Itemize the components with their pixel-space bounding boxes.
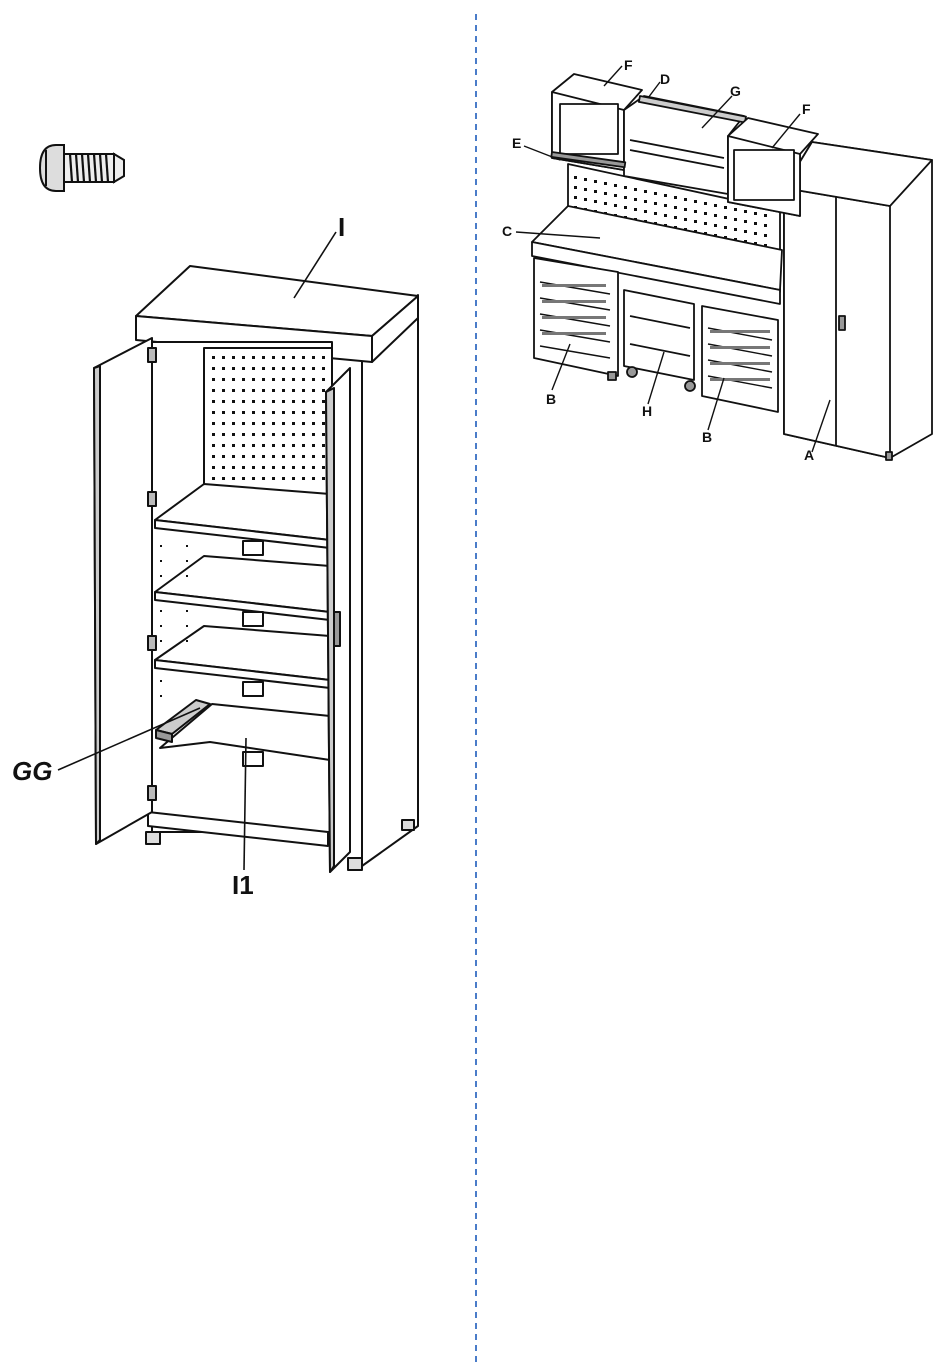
label-part-g: G [730, 83, 741, 99]
label-part-i: I [338, 212, 345, 242]
label-part-i1: I1 [232, 870, 254, 900]
screw-icon [40, 145, 124, 191]
part-b-drawer-right [702, 306, 778, 412]
label-part-f-right: F [802, 101, 811, 117]
left-door [94, 338, 152, 844]
label-part-f-left: F [624, 57, 633, 73]
label-part-b-right: B [702, 429, 712, 445]
part-h-trolley [624, 290, 695, 391]
foot-left [146, 832, 160, 844]
label-part-a: A [804, 447, 814, 463]
cabinet-side-panel [362, 295, 418, 866]
workstation-drawing [532, 74, 932, 460]
label-part-c: C [502, 223, 512, 239]
door-handle [334, 612, 340, 646]
label-part-b-left: B [546, 391, 556, 407]
label-part-h: H [642, 403, 652, 419]
label-part-e: E [512, 135, 521, 151]
label-part-gg: GG [12, 756, 52, 786]
foot-right [348, 858, 362, 870]
label-part-d: D [660, 71, 670, 87]
foot-back [402, 820, 414, 830]
tall-cabinet-drawing [94, 266, 418, 872]
